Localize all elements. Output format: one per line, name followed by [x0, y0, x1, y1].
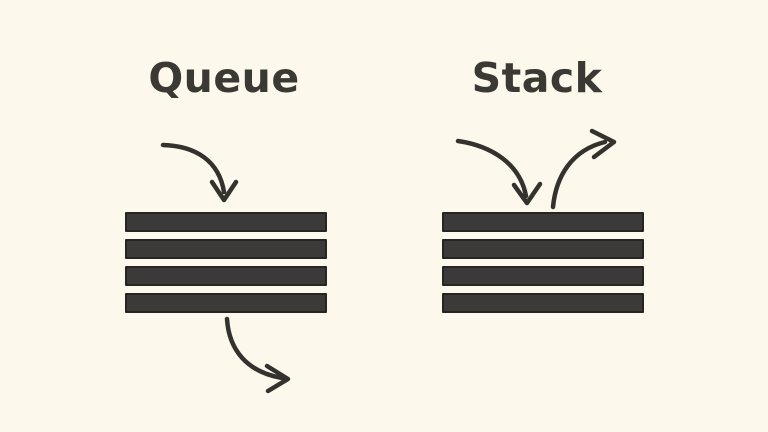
queue-bar [125, 266, 327, 286]
stack-bar [442, 239, 644, 259]
dequeue-arrow-icon [224, 316, 291, 394]
queue-bars [125, 212, 327, 313]
enqueue-arrow-icon [160, 142, 239, 203]
queue-title: Queue [148, 54, 300, 102]
queue-bar [125, 212, 327, 232]
push-arrow-icon [455, 138, 543, 206]
stack-bars [442, 212, 644, 313]
stack-bar [442, 293, 644, 313]
stack-title: Stack [471, 54, 603, 102]
queue-bar [125, 239, 327, 259]
stack-bar [442, 266, 644, 286]
queue-bar [125, 293, 327, 313]
stack-bar [442, 212, 644, 232]
pop-arrow-icon [550, 128, 617, 210]
